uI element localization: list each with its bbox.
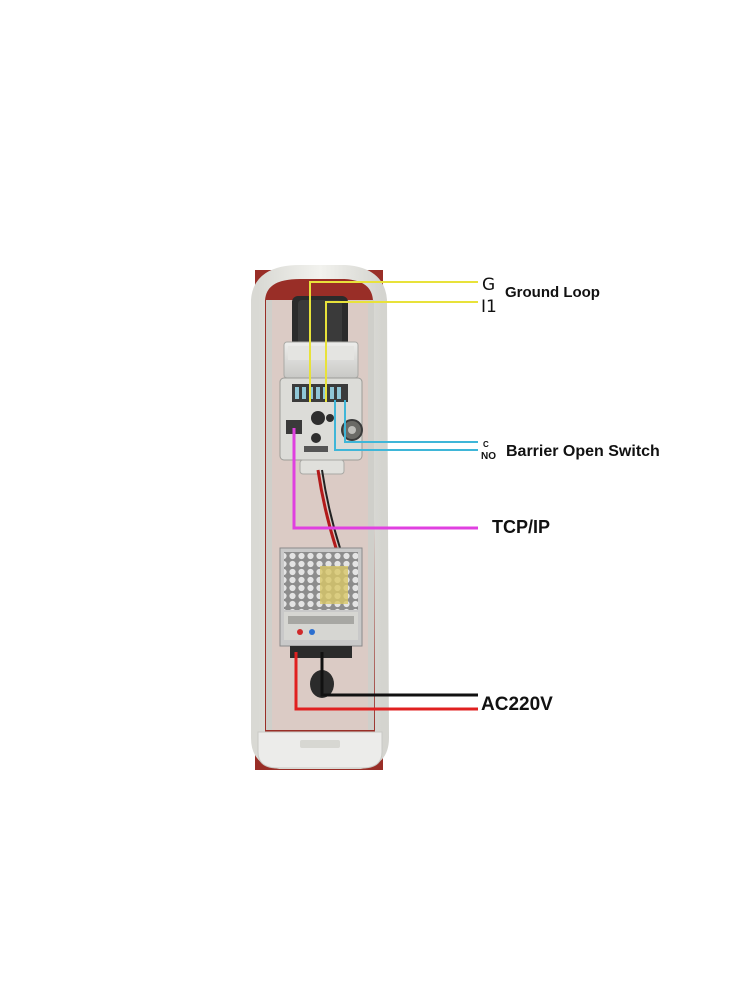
wire-ac-neutral [320, 652, 478, 697]
wire-overlays [292, 281, 478, 711]
tcp-ip-label: TCP/IP [492, 517, 550, 537]
wire-barrier-c [334, 400, 478, 451]
wire-barrier-no [344, 400, 478, 443]
barrier-open-switch-label: Barrier Open Switch [506, 443, 660, 460]
label-group-ground-loop: G I1 Ground Loop [481, 275, 600, 317]
wire-ground-loop-g [309, 281, 478, 402]
terminal-label-no: NO [481, 451, 496, 462]
rj45-port [286, 420, 302, 434]
terminal-label-c: C [483, 440, 489, 449]
ip-camera [279, 296, 363, 475]
power-supply-unit [279, 547, 363, 658]
terminal-label-i1: I1 [481, 297, 497, 317]
label-group-barrier-switch: C NO Barrier Open Switch [481, 440, 660, 462]
wire-ac-live [294, 652, 478, 711]
terminal-label-g: G [482, 275, 495, 295]
ground-loop-label: Ground Loop [505, 284, 600, 301]
psu-label-sticker [320, 566, 348, 604]
dc-cable [316, 469, 338, 549]
camera-connector [311, 411, 325, 425]
ac220v-label: AC220V [481, 694, 553, 715]
housing-end-cap [257, 731, 383, 769]
wire-ground-loop-i1 [325, 301, 478, 402]
wire-tcp-ip [292, 428, 478, 530]
